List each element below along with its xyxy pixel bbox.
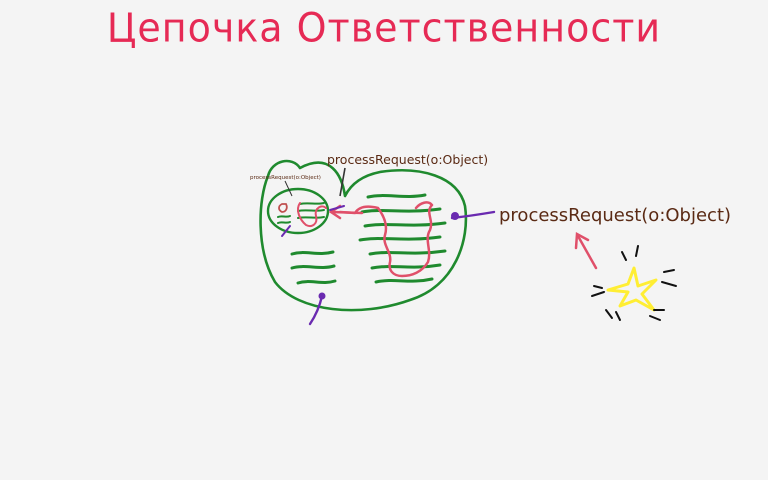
inner-flow-path bbox=[296, 202, 327, 227]
inner-method-label: processRequest(o:Object) bbox=[250, 175, 321, 181]
page-title: Цепочка Ответственности bbox=[106, 4, 662, 52]
outer-code-lines-left bbox=[290, 250, 337, 285]
request-arrow bbox=[574, 231, 598, 270]
inner-entry-point bbox=[329, 205, 345, 211]
inner-handler-object bbox=[266, 187, 330, 235]
middle-method-label: processRequest(o:Object) bbox=[327, 152, 488, 167]
outer-flow-path bbox=[338, 201, 434, 278]
outer-entry-point bbox=[450, 210, 496, 220]
star-icon bbox=[591, 245, 677, 321]
inner-flow-path-2 bbox=[278, 203, 288, 213]
outer-handler-object bbox=[259, 159, 468, 312]
outer-exit-point bbox=[308, 292, 326, 326]
outer-method-label: processRequest(o:Object) bbox=[499, 205, 731, 226]
middle-label-leader bbox=[339, 167, 346, 197]
inner-exit-point bbox=[281, 225, 291, 237]
inner-label-leader bbox=[284, 180, 293, 197]
